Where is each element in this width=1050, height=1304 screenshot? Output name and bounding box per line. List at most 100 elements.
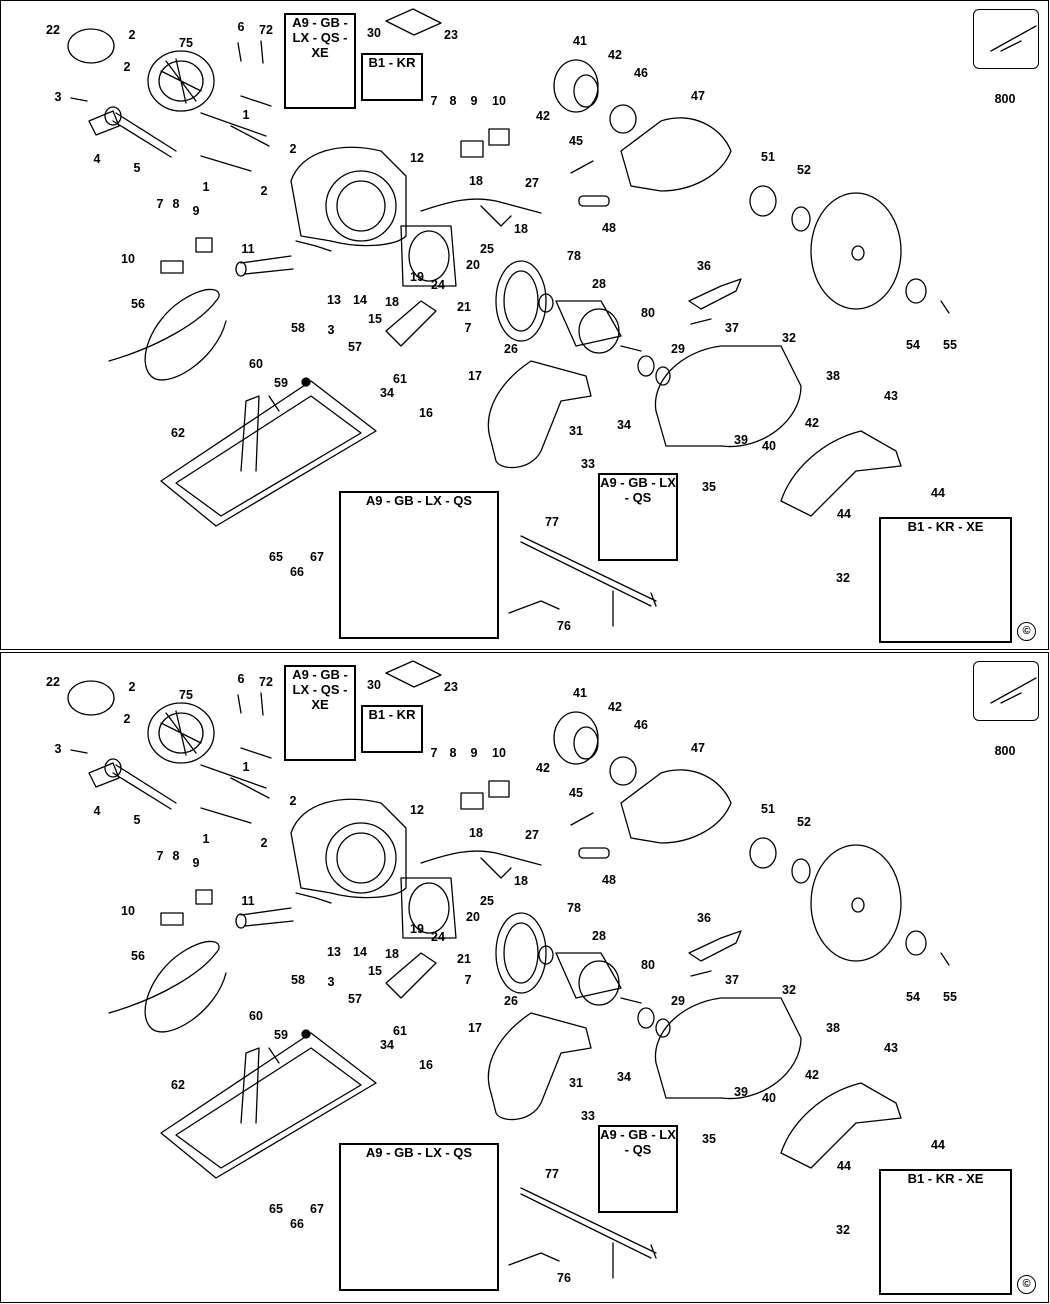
exploded-view-drawing	[67, 660, 1037, 1279]
part-number-label: 27	[525, 176, 539, 190]
tool-box-800	[973, 9, 1039, 69]
part-26-end-bell	[495, 260, 547, 342]
part-number-label: 39	[734, 1085, 748, 1099]
part-9-switch	[460, 792, 484, 810]
part-37-spring	[690, 318, 712, 325]
part-number-label: 51	[761, 150, 775, 164]
region-code: B1 - KR	[368, 707, 416, 722]
part-59-nut	[301, 377, 311, 387]
part-number-label: 2	[289, 142, 297, 156]
part-31-handle	[487, 1012, 592, 1121]
part-number-label: 19	[410, 270, 424, 284]
part-10b-switch	[160, 912, 184, 926]
part-number-label: 18	[385, 947, 399, 961]
part-11-handle-tube	[235, 255, 294, 277]
part-number-label: 57	[348, 340, 362, 354]
part-41-gear-head	[553, 59, 599, 113]
copyright-mark: ©	[1017, 1275, 1036, 1294]
part-number-label: 21	[457, 952, 471, 966]
part-55-bolt	[940, 300, 950, 314]
part-3-screw	[70, 749, 88, 754]
part-number-label: 54	[906, 990, 920, 1004]
part-number-label: 29	[671, 994, 685, 1008]
region-code: B1 - KR - XE	[907, 1171, 984, 1186]
part-number-label: 10	[492, 94, 506, 108]
part-number-label: 18	[514, 874, 528, 888]
part-12-motor-housing	[290, 798, 407, 904]
part-number-label: 2	[128, 28, 136, 42]
part-number-label: 61	[393, 372, 407, 386]
part-number-label: 14	[353, 945, 367, 959]
part-36-lock-lever	[688, 930, 742, 962]
part-9b-switch	[195, 237, 213, 253]
part-number-label: 800	[994, 92, 1016, 106]
part-60-knob	[268, 1047, 280, 1064]
part-76-bracket	[508, 600, 560, 614]
part-29-circlip	[655, 1018, 671, 1038]
region-code: A9 - GB - LX - QS	[365, 493, 473, 508]
part-number-label: 61	[393, 1024, 407, 1038]
part-number-label: 7	[430, 746, 438, 760]
part-number-label: 77	[545, 1167, 559, 1181]
part-12-motor-housing	[290, 146, 407, 252]
part-number-label: 46	[634, 66, 648, 80]
part-number-label: 42	[536, 109, 550, 123]
part-number-label: 72	[259, 675, 273, 689]
part-6-screw	[237, 694, 242, 714]
copyright-mark: ©	[1017, 622, 1036, 641]
part-number-label: 48	[602, 221, 616, 235]
part-number-label: 42	[608, 700, 622, 714]
part-number-label: 9	[470, 746, 478, 760]
part-number-label: 38	[826, 1021, 840, 1035]
part-number-label: 29	[671, 342, 685, 356]
part-number-label: 30	[367, 26, 381, 40]
part-number-label: 38	[826, 369, 840, 383]
part-number-label: 33	[581, 1109, 595, 1123]
part-number-label: 6	[237, 20, 245, 34]
part-number-label: 42	[536, 761, 550, 775]
part-number-label: 9	[192, 204, 200, 218]
region-box-b1-kr-xe: B1 - KR - XE	[879, 517, 1012, 643]
part-10-switch	[488, 128, 510, 146]
part-number-label: 42	[805, 1068, 819, 1082]
part-62-base-plate	[160, 380, 377, 527]
part-number-label: 40	[762, 1091, 776, 1105]
region-box-a9-gb-lx-qs-xe: A9 - GB - LX - QS - XE	[284, 13, 356, 109]
part-number-label: 75	[179, 36, 193, 50]
part-number-label: 33	[581, 457, 595, 471]
region-box-b1-kr-xe: B1 - KR - XE	[879, 1169, 1012, 1295]
part-80-bearing	[637, 355, 655, 377]
part-number-label: 36	[697, 259, 711, 273]
tool-box-800	[973, 661, 1039, 721]
part-number-label: 16	[419, 1058, 433, 1072]
part-51-circlip	[749, 185, 777, 217]
part-23-label-plate	[385, 8, 442, 36]
part-75-rear-cover	[147, 702, 215, 764]
part-number-label: 40	[762, 439, 776, 453]
part-number-label: 7	[156, 849, 164, 863]
region-box-a9-gb-lx-qs: A9 - GB - LX - QS	[598, 1125, 678, 1213]
part-77-rip-fence	[520, 1187, 657, 1279]
part-number-label: 44	[931, 486, 945, 500]
part-number-label: 5	[133, 161, 141, 175]
region-code: A9 - GB - LX - QS - XE	[292, 667, 348, 712]
part-4-lever	[88, 762, 120, 788]
part-10-switch	[488, 780, 510, 798]
part-number-label: 56	[131, 949, 145, 963]
part-number-label: 16	[419, 406, 433, 420]
part-number-label: 2	[123, 60, 131, 74]
region-code: A9 - GB - LX - QS	[600, 475, 676, 505]
part-number-label: 2	[123, 712, 131, 726]
part-number-label: 9	[470, 94, 478, 108]
part-22-label-oval	[67, 28, 115, 64]
part-number-label: 14	[353, 293, 367, 307]
part-37-spring	[690, 970, 712, 977]
part-number-label: 2	[260, 184, 268, 198]
part-43-guard	[780, 1082, 902, 1169]
part-48-pad	[578, 195, 610, 207]
part-number-label: 62	[171, 426, 185, 440]
part-76-bracket	[508, 1252, 560, 1266]
part-number-label: 65	[269, 550, 283, 564]
part-number-label: 51	[761, 802, 775, 816]
part-number-label: 7	[464, 321, 472, 335]
